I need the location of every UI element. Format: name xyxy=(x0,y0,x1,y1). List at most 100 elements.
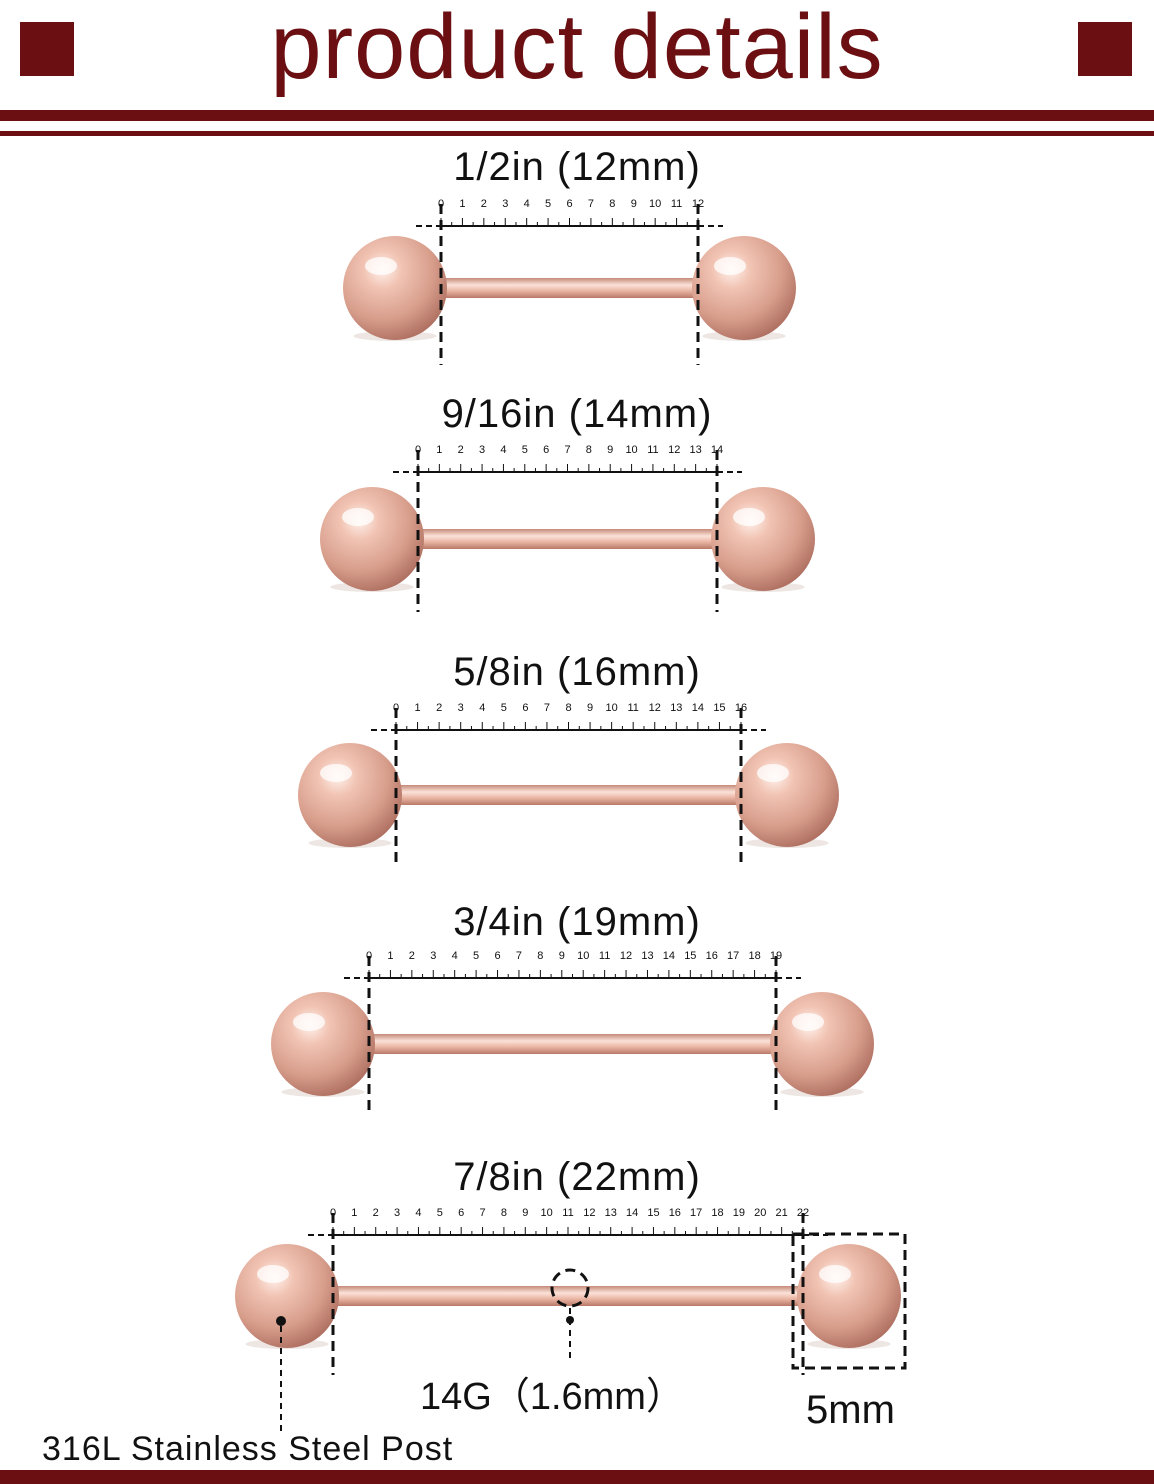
gauge-annotation: 14G（1.6mm） xyxy=(420,1376,684,1418)
ruler-number: 2 xyxy=(409,950,415,962)
ruler-number: 6 xyxy=(494,950,500,962)
ruler-number: 16 xyxy=(669,1207,681,1219)
ruler-number: 8 xyxy=(609,198,615,210)
material-annotation: 316L Stainless Steel Post xyxy=(42,1430,454,1468)
ruler-number: 10 xyxy=(625,444,637,456)
size-label-16mm: 5/8in (16mm) xyxy=(453,650,701,694)
size-label-19mm: 3/4in (19mm) xyxy=(453,900,701,944)
ball-left xyxy=(320,487,424,591)
ruler-number: 12 xyxy=(583,1207,595,1219)
ruler-number: 9 xyxy=(587,702,593,714)
ruler-number: 6 xyxy=(566,198,572,210)
ruler-number: 15 xyxy=(684,950,696,962)
ruler-number: 5 xyxy=(437,1207,443,1219)
ruler-number: 19 xyxy=(733,1207,745,1219)
ruler-number: 5 xyxy=(501,702,507,714)
ruler-number: 2 xyxy=(436,702,442,714)
header-divider-thick xyxy=(0,110,1154,121)
ruler-number: 21 xyxy=(776,1207,788,1219)
ruler-number: 6 xyxy=(522,702,528,714)
ball-left xyxy=(298,743,402,847)
ball-size-box xyxy=(791,1232,907,1370)
ruler-number: 8 xyxy=(537,950,543,962)
ruler-number: 17 xyxy=(690,1207,702,1219)
ruler-number: 2 xyxy=(458,444,464,456)
ruler-number: 3 xyxy=(502,198,508,210)
ball-right xyxy=(797,1244,901,1348)
ruler-number: 7 xyxy=(479,1207,485,1219)
ruler-number: 4 xyxy=(524,198,530,210)
ruler-number: 13 xyxy=(641,950,653,962)
ruler-number: 9 xyxy=(522,1207,528,1219)
ruler-number: 11 xyxy=(627,702,638,714)
ball-right xyxy=(735,743,839,847)
ruler-number: 8 xyxy=(565,702,571,714)
ball-highlight-left xyxy=(293,1013,325,1031)
page-title: product details xyxy=(270,0,884,98)
footer-divider xyxy=(0,1470,1154,1484)
barbell-post xyxy=(392,785,745,805)
ruler-number: 11 xyxy=(647,444,658,456)
ball-right xyxy=(692,236,796,340)
barbell-post xyxy=(437,278,702,298)
size-label-22mm: 7/8in (22mm) xyxy=(453,1155,701,1199)
material-dot xyxy=(276,1316,286,1326)
header-divider-thin xyxy=(0,131,1154,136)
ruler-number: 11 xyxy=(671,198,682,210)
ball-right xyxy=(711,487,815,591)
ball-left xyxy=(235,1244,339,1348)
ruler-number: 12 xyxy=(668,444,680,456)
gauge-circle xyxy=(550,1268,590,1308)
ruler-number: 1 xyxy=(459,198,465,210)
ruler-number: 14 xyxy=(692,702,704,714)
ruler-number: 1 xyxy=(387,950,393,962)
ruler-number: 10 xyxy=(577,950,589,962)
ruler-number: 3 xyxy=(394,1207,400,1219)
ruler-number: 7 xyxy=(544,702,550,714)
ruler-number: 17 xyxy=(727,950,739,962)
ruler-number: 9 xyxy=(631,198,637,210)
barbell-post xyxy=(414,529,721,549)
ruler-number: 4 xyxy=(452,950,458,962)
ruler-number: 4 xyxy=(479,702,485,714)
ruler-number: 10 xyxy=(649,198,661,210)
gauge-dot xyxy=(566,1316,574,1324)
barbell-post xyxy=(329,1286,807,1306)
ruler-number: 4 xyxy=(415,1207,421,1219)
ruler-number: 2 xyxy=(481,198,487,210)
ruler-number: 8 xyxy=(501,1207,507,1219)
size-label-12mm: 1/2in (12mm) xyxy=(453,145,701,189)
ruler-number: 11 xyxy=(599,950,610,962)
ruler-number: 7 xyxy=(516,950,522,962)
ruler-number: 3 xyxy=(430,950,436,962)
barbell-22mm: 012345678910111213141516171819202122 xyxy=(235,1207,901,1375)
ruler-number: 12 xyxy=(620,950,632,962)
header-square-right-decoration xyxy=(1078,22,1132,76)
ruler-number: 1 xyxy=(351,1207,357,1219)
ruler-number: 10 xyxy=(606,702,618,714)
size-label-14mm: 9/16in (14mm) xyxy=(441,392,713,436)
ruler-number: 5 xyxy=(522,444,528,456)
header-square-left-decoration xyxy=(20,22,74,76)
ball-left xyxy=(271,992,375,1096)
barbell-12mm: 0123456789101112 xyxy=(343,198,796,365)
ruler-number: 3 xyxy=(458,702,464,714)
ruler-number: 7 xyxy=(564,444,570,456)
barbell-post xyxy=(365,1034,780,1054)
ruler-number: 18 xyxy=(748,950,760,962)
ruler-number: 12 xyxy=(649,702,661,714)
ball-highlight-right xyxy=(757,764,789,782)
ball-highlight-left xyxy=(365,257,397,275)
barbell-14mm: 01234567891011121314 xyxy=(320,444,815,612)
ruler-number: 14 xyxy=(663,950,675,962)
ball-highlight-right xyxy=(792,1013,824,1031)
ruler-number: 14 xyxy=(626,1207,638,1219)
ball-highlight-right xyxy=(714,257,746,275)
ball-left xyxy=(343,236,447,340)
ruler-number: 7 xyxy=(588,198,594,210)
ball-size-annotation: 5mm xyxy=(806,1388,895,1432)
ruler-number: 5 xyxy=(473,950,479,962)
ruler-number: 15 xyxy=(647,1207,659,1219)
ruler-number: 1 xyxy=(436,444,442,456)
